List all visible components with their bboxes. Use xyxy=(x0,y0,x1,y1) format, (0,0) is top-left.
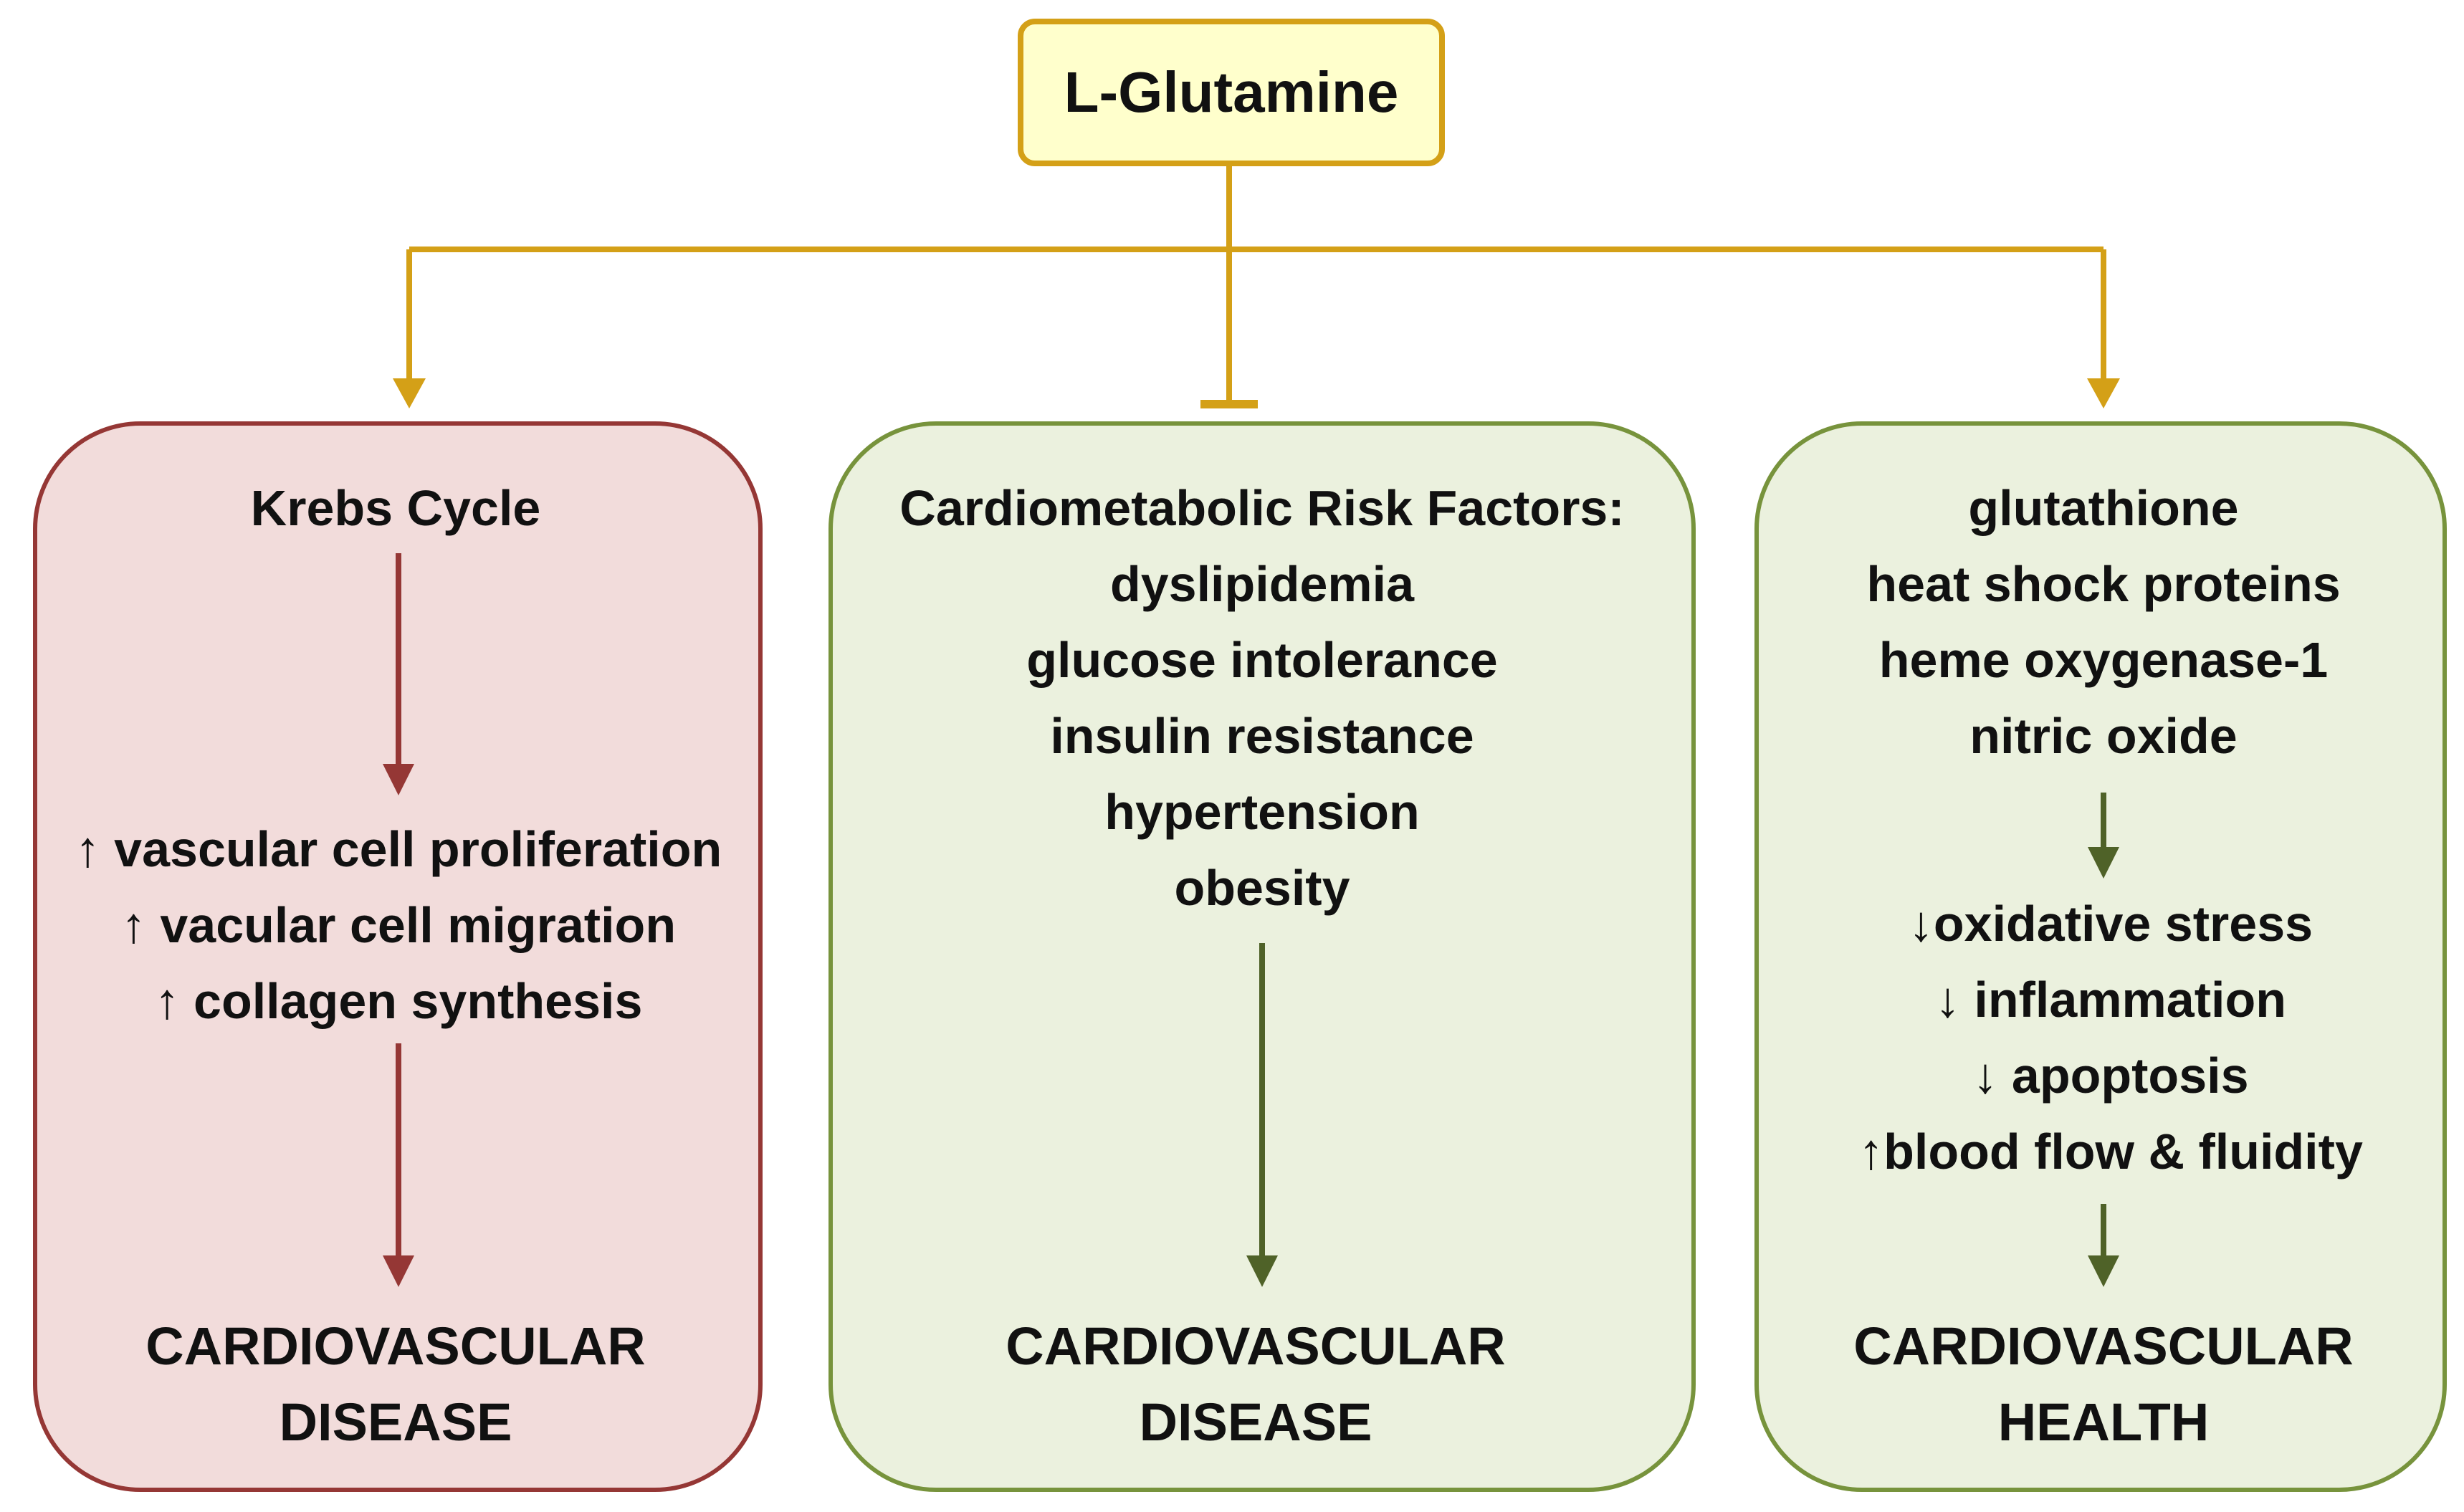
health-panel xyxy=(1754,421,2447,1492)
middle-arrow-head xyxy=(1246,1255,1278,1287)
krebs-outcome: CARDIOVASCULAR DISEASE xyxy=(0,1308,826,1460)
root-label: L-Glutamine xyxy=(1064,60,1399,124)
krebs-effect-1: ↑ vascular cell proliferation xyxy=(75,821,722,877)
health-outcome-line-1: CARDIOVASCULAR xyxy=(1853,1316,2354,1376)
risk-factor-1: dyslipidemia xyxy=(1109,556,1415,612)
left-arrows xyxy=(383,553,414,1287)
left-arrow-1-head xyxy=(383,764,414,795)
health-mediators: glutathione heat shock proteins heme oxy… xyxy=(1673,470,2464,774)
right-arrow-1-head xyxy=(2088,847,2119,879)
health-effect-1: ↓oxidative stress xyxy=(1908,896,2313,952)
risk-outcome-line-2: DISEASE xyxy=(1139,1392,1372,1452)
krebs-outcome-line-1: CARDIOVASCULAR xyxy=(145,1316,646,1376)
right-arrow-2-head xyxy=(2088,1255,2119,1287)
health-effect-3: ↓ apoptosis xyxy=(1972,1048,2249,1104)
health-effect-4: ↑blood flow & fluidity xyxy=(1858,1124,2363,1180)
right-branch-arrowhead xyxy=(2087,378,2120,408)
krebs-effects: ↑ vascular cell proliferation ↑ vacular … xyxy=(0,811,829,1039)
middle-arrows xyxy=(1246,943,1278,1287)
krebs-effect-2: ↑ vacular cell migration xyxy=(120,897,677,953)
krebs-title: Krebs Cycle xyxy=(250,480,541,536)
krebs-title-block: Krebs Cycle xyxy=(0,470,826,546)
krebs-effect-3: ↑ collagen synthesis xyxy=(154,973,643,1029)
right-arrows xyxy=(2088,793,2119,1287)
risk-factor-4: hypertension xyxy=(1104,784,1420,840)
risk-factor-2: glucose intolerance xyxy=(1026,632,1498,688)
krebs-outcome-line-2: DISEASE xyxy=(279,1392,512,1452)
mediator-2: heat shock proteins xyxy=(1866,556,2341,612)
risk-factor-5: obesity xyxy=(1174,860,1350,916)
health-outcome: CARDIOVASCULAR HEALTH xyxy=(1673,1308,2464,1460)
health-effects: ↓oxidative stress ↓ inflammation ↓ apopt… xyxy=(1681,886,2464,1190)
left-arrow-2-head xyxy=(383,1255,414,1287)
health-outcome-line-2: HEALTH xyxy=(1997,1392,2210,1452)
mediator-3: heme oxygenase-1 xyxy=(1878,632,2329,688)
mediator-1: glutathione xyxy=(1968,480,2239,536)
risk-factor-3: insulin resistance xyxy=(1050,708,1474,764)
mediator-4: nitric oxide xyxy=(1969,708,2238,764)
risk-outcome: CARDIOVASCULAR DISEASE xyxy=(826,1308,1686,1460)
root-box: L-Glutamine xyxy=(1018,19,1445,166)
risk-factors-list: Cardiometabolic Risk Factors: dyslipidem… xyxy=(832,470,1692,926)
root-to-branches xyxy=(406,166,2106,401)
left-branch-arrowhead xyxy=(393,378,426,408)
health-effect-2: ↓ inflammation xyxy=(1934,972,2287,1028)
risk-factors-title: Cardiometabolic Risk Factors: xyxy=(899,480,1625,536)
risk-outcome-line-1: CARDIOVASCULAR xyxy=(1006,1316,1506,1376)
